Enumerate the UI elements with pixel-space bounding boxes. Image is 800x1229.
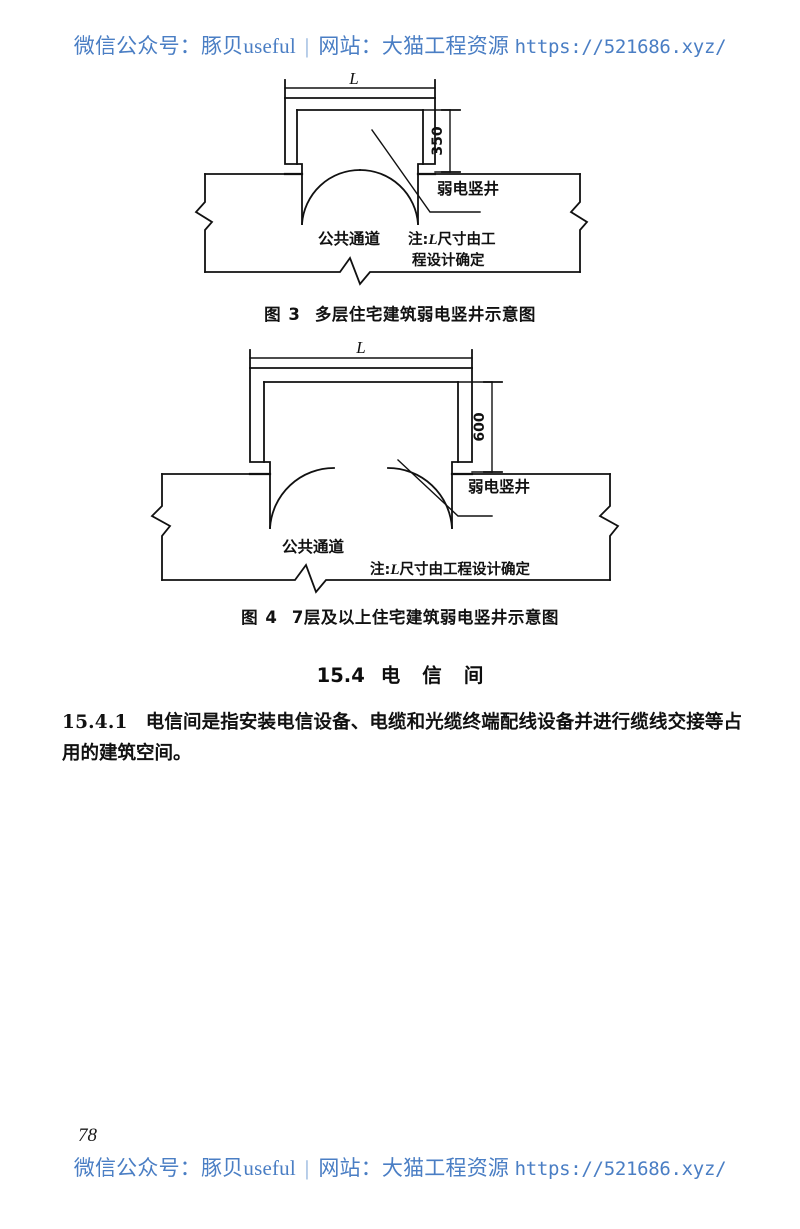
note-italic-L: L: [427, 232, 437, 248]
watermark-separator: |: [304, 34, 310, 58]
note-rest-line1: 尺寸由工程设计确定: [399, 560, 530, 578]
corridor-outline: [194, 173, 589, 286]
watermark-url: https://521686.xyz/: [514, 36, 727, 58]
watermark-header: 微信公众号：豚贝useful | 网站：大猫工程资源 https://521686.…: [0, 30, 800, 60]
watermark-url-footer: https://521686.xyz/: [514, 1158, 727, 1180]
note-rest-line2: 程设计确定: [412, 251, 485, 269]
section-title-char-2: 信: [422, 664, 442, 687]
svg-text:注:L尺寸由工: 注:L尺寸由工: [408, 230, 496, 248]
watermark-wechat-label: 微信公众号：豚贝useful: [73, 34, 296, 58]
annotation-corridor-label: 公共通道: [282, 537, 345, 556]
figure-note: 注:L尺寸由工程设计确定: [370, 560, 530, 578]
page-number: 78: [78, 1125, 97, 1146]
clause-number: 15.4.1: [62, 712, 128, 733]
figure-4-caption-number: 图 4: [241, 608, 278, 627]
section-number: 15.4: [316, 664, 365, 687]
annotation-shaft-label: 弱电竖井: [468, 477, 530, 496]
dimension-width-L: L: [249, 338, 473, 369]
dimension-width-L: L: [284, 69, 436, 99]
note-rest-line1: 尺寸由工: [437, 230, 495, 248]
figure-3-caption-number: 图 3: [264, 305, 301, 324]
note-italic-L: L: [389, 562, 399, 578]
clause-text: 电信间是指安装电信设备、电缆和光缆终端配线设备并进行缆线交接等占用的建筑空间。: [62, 712, 742, 764]
note-prefix: 注:: [408, 230, 428, 248]
shaft-annotation-leader: [371, 129, 481, 213]
section-heading: 15.4 电信间: [0, 659, 800, 688]
section-title-char-3: 间: [463, 664, 484, 687]
annotation-shaft-label: 弱电竖井: [437, 179, 499, 198]
dimension-depth-600: 600: [457, 381, 503, 473]
figure-3-caption: 图 3 多层住宅建筑弱电竖井示意图: [0, 301, 800, 325]
shaft-inner-wall: [296, 109, 424, 165]
dimension-depth-350: 350: [422, 109, 461, 173]
dimension-depth-label: 600: [472, 412, 488, 441]
figure-4-caption: 图 4 7层及以上住宅建筑弱电竖井示意图: [0, 604, 800, 628]
watermark-wechat-label-footer: 微信公众号：豚贝useful: [73, 1156, 296, 1180]
watermark-separator-footer: |: [304, 1156, 310, 1180]
watermark-footer: 微信公众号：豚贝useful | 网站：大猫工程资源 https://521686.…: [0, 1152, 800, 1182]
dimension-width-label: L: [348, 69, 358, 88]
shaft-outer-wall: [249, 367, 473, 475]
figure-note: 注:L尺寸由工 程设计确定: [408, 230, 496, 269]
note-prefix: 注:: [370, 560, 390, 578]
figure-4-caption-text: 7层及以上住宅建筑弱电竖井示意图: [291, 608, 559, 627]
dimension-depth-label: 350: [430, 126, 446, 155]
shaft-annotation-leader: [397, 459, 493, 517]
figure-4-diagram: L: [140, 338, 680, 594]
dimension-width-label: L: [355, 338, 365, 357]
shaft-inner-wall: [263, 381, 459, 463]
corridor-outline: [150, 473, 620, 594]
double-door-symbol: [301, 169, 419, 225]
watermark-site-label-footer: 网站：大猫工程资源: [318, 1156, 510, 1180]
double-door-symbol: [269, 467, 453, 529]
watermark-site-label: 网站：大猫工程资源: [318, 34, 510, 58]
annotation-corridor-label: 公共通道: [318, 229, 381, 248]
section-title-char-1: 电: [380, 664, 401, 687]
figure-3-caption-text: 多层住宅建筑弱电竖井示意图: [314, 305, 536, 324]
figure-3-diagram: L: [150, 69, 670, 292]
svg-text:注:L尺寸由工程设计确定: 注:L尺寸由工程设计确定: [370, 560, 530, 578]
